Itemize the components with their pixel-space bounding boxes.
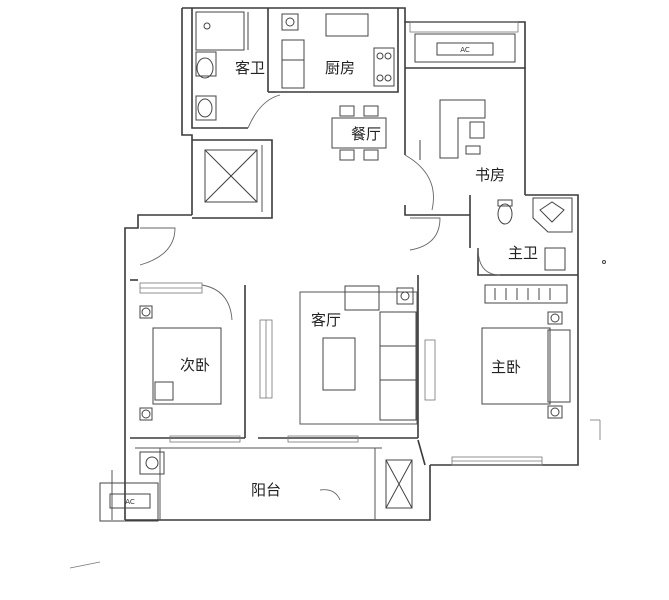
label-master-bath: 主卫	[508, 244, 538, 262]
dimension-marks	[69, 260, 606, 569]
ac-label-top-right: AC	[460, 46, 470, 54]
label-study: 书房	[475, 166, 505, 184]
label-guest-bath: 客卫	[235, 59, 265, 77]
outer-walls	[111, 7, 579, 521]
master-bath-fixtures	[497, 197, 573, 271]
label-kitchen: 厨房	[325, 59, 355, 77]
kitchen-fixtures	[281, 13, 395, 89]
balcony-fixtures	[139, 451, 413, 509]
label-master-bedroom: 主卧	[491, 358, 521, 376]
second-bedroom-bed	[139, 305, 222, 421]
ac-label-bottom-left: AC	[125, 498, 135, 506]
label-balcony: 阳台	[251, 481, 281, 499]
guest-bath-fixtures	[195, 11, 249, 121]
living-furniture	[299, 285, 418, 425]
windows	[139, 21, 543, 466]
study-desk	[419, 99, 486, 160]
label-dining: 餐厅	[351, 125, 381, 143]
label-living: 客厅	[311, 311, 341, 329]
ac-unit-bottom-left: AC	[99, 482, 159, 522]
label-second-bedroom: 次卧	[180, 356, 210, 374]
interior-walls	[130, 8, 578, 520]
master-bedroom-bed	[481, 311, 571, 419]
door-swings	[139, 94, 501, 501]
elevator-shaft	[204, 145, 263, 212]
dining-table	[331, 105, 387, 161]
room-labels: 客卫 厨房 餐厅 书房 主卫 客厅 次卧 主卧 阳台	[180, 59, 538, 499]
master-wardrobe	[484, 284, 568, 304]
ac-unit-top-right: AC	[414, 33, 516, 63]
